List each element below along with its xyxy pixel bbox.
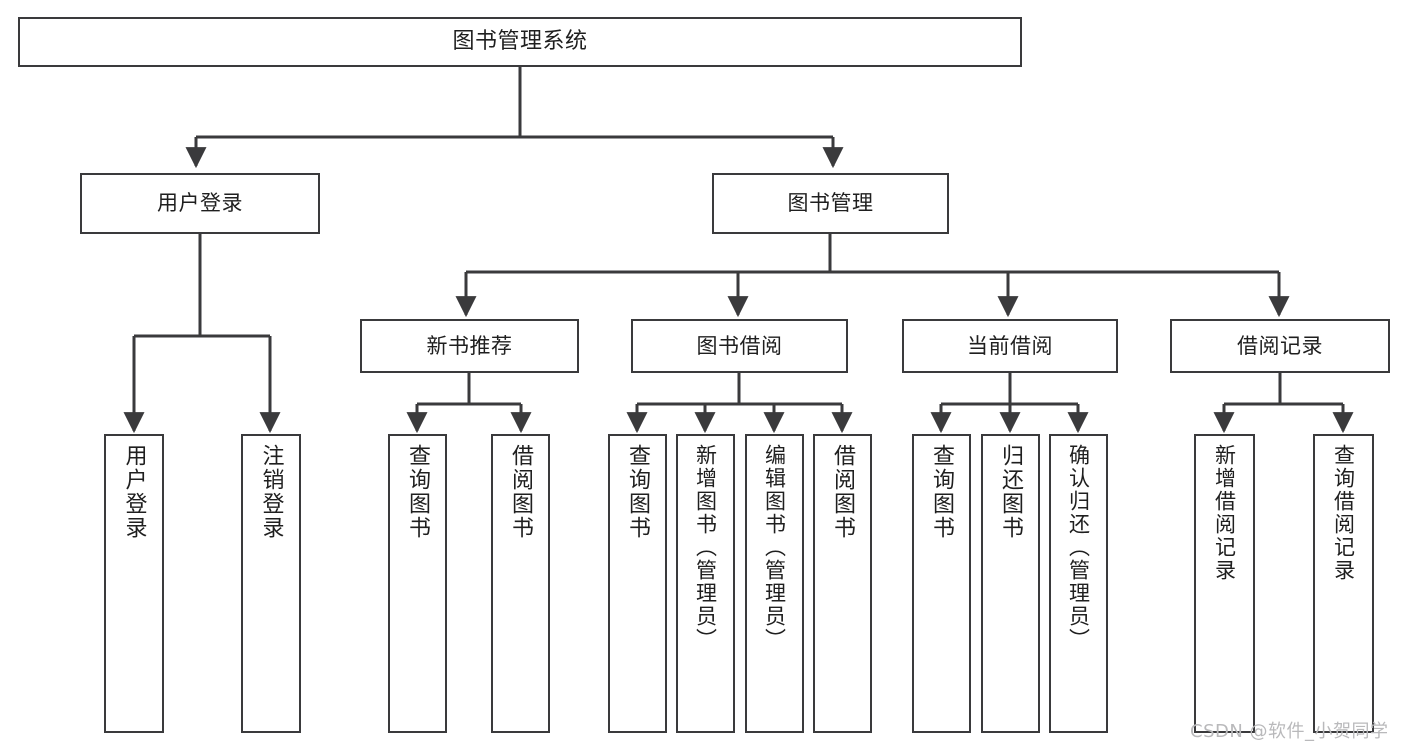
node-label: 查询图书 xyxy=(405,444,431,540)
node-leaf-return-books[interactable]: 归还图书 xyxy=(981,434,1040,733)
node-book-borrowing[interactable]: 图书借阅 xyxy=(631,319,848,373)
node-leaf-borrow-books-rec[interactable]: 借阅图书 xyxy=(491,434,550,733)
node-leaf-query-borrow-record[interactable]: 查询借阅记录 xyxy=(1313,434,1374,733)
node-label: 查询图书 xyxy=(929,444,955,540)
node-label: 新书推荐 xyxy=(426,333,513,358)
node-label: 查询借阅记录 xyxy=(1331,444,1356,582)
node-label: 借阅图书 xyxy=(508,444,534,540)
node-label: 当前借阅 xyxy=(967,333,1053,358)
node-root-book-management-system[interactable]: 图书管理系统 xyxy=(18,17,1022,67)
node-borrow-records[interactable]: 借阅记录 xyxy=(1170,319,1390,373)
watermark-text: CSDN @软件_小贺同学 xyxy=(1190,721,1389,742)
node-label: 图书管理 xyxy=(787,191,874,216)
node-leaf-edit-book-admin[interactable]: 编辑图书（管理员） xyxy=(745,434,804,733)
node-label: 归还图书 xyxy=(998,444,1024,540)
node-label: 编辑图书（管理员） xyxy=(762,444,787,651)
node-leaf-query-books-rec[interactable]: 查询图书 xyxy=(388,434,447,733)
node-leaf-logout[interactable]: 注销登录 xyxy=(241,434,301,733)
node-label: 借阅图书 xyxy=(830,444,856,540)
node-label: 确认归还（管理员） xyxy=(1066,444,1091,651)
node-label: 图书管理系统 xyxy=(452,29,588,55)
node-leaf-query-books-borrow[interactable]: 查询图书 xyxy=(608,434,667,733)
node-user-login[interactable]: 用户登录 xyxy=(80,173,320,234)
node-label: 借阅记录 xyxy=(1237,333,1323,358)
node-leaf-query-books-current[interactable]: 查询图书 xyxy=(912,434,971,733)
node-leaf-add-book-admin[interactable]: 新增图书（管理员） xyxy=(676,434,735,733)
node-book-management[interactable]: 图书管理 xyxy=(712,173,949,234)
node-label: 用户登录 xyxy=(121,444,147,540)
node-new-book-recommendation[interactable]: 新书推荐 xyxy=(360,319,579,373)
node-label: 图书借阅 xyxy=(696,333,783,358)
node-leaf-add-borrow-record[interactable]: 新增借阅记录 xyxy=(1194,434,1255,733)
node-label: 查询图书 xyxy=(625,444,651,540)
node-leaf-borrow-books[interactable]: 借阅图书 xyxy=(813,434,872,733)
node-label: 用户登录 xyxy=(157,191,243,216)
node-leaf-confirm-return-admin[interactable]: 确认归还（管理员） xyxy=(1049,434,1108,733)
node-current-borrowing[interactable]: 当前借阅 xyxy=(902,319,1118,373)
node-leaf-user-login[interactable]: 用户登录 xyxy=(104,434,164,733)
node-label: 注销登录 xyxy=(258,444,284,540)
node-label: 新增图书（管理员） xyxy=(693,444,718,651)
node-label: 新增借阅记录 xyxy=(1212,444,1237,582)
